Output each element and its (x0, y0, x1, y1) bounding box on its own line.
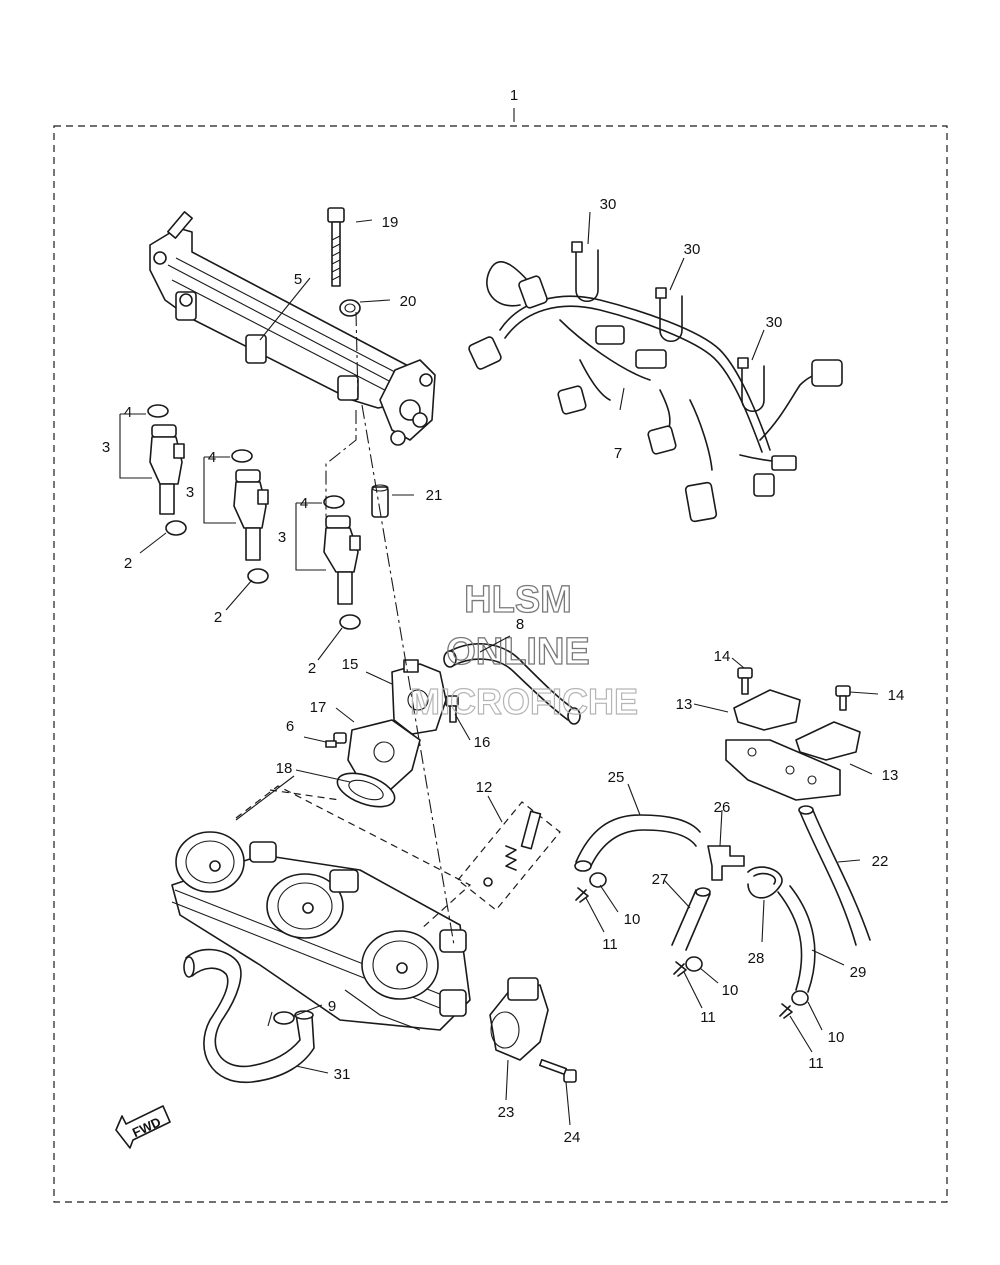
callout-15: 15 (342, 656, 359, 673)
callout-21: 21 (426, 487, 443, 504)
bolt-14-left (737, 667, 753, 695)
clip-11c (779, 1003, 793, 1019)
callout-23: 23 (498, 1104, 515, 1121)
injector-right (323, 495, 361, 630)
callout-18: 18 (276, 760, 293, 777)
cap-10b (685, 956, 703, 972)
assembly-boundary (53, 125, 948, 1203)
screw-6 (325, 732, 347, 748)
callout-labels: 1 2 2 2 3 3 3 4 4 4 5 6 7 8 9 10 10 10 1… (102, 87, 905, 1146)
callout-11: 11 (700, 1009, 716, 1026)
hose-22 (798, 805, 871, 946)
leader-lines (119, 108, 879, 1126)
injector-middle (231, 449, 269, 584)
hose-28 (747, 866, 783, 899)
throttle-body (171, 831, 471, 1031)
hose-31 (183, 948, 315, 1083)
harness-clip-2 (655, 287, 683, 343)
callout-13: 13 (676, 696, 693, 713)
bolt-24 (538, 1058, 577, 1083)
callout-19: 19 (382, 214, 399, 231)
callout-25: 25 (608, 769, 625, 786)
cap-10a (589, 872, 607, 888)
callout-30: 30 (600, 196, 617, 213)
callout-17: 17 (310, 699, 327, 716)
cap-10c (791, 990, 809, 1006)
callout-24: 24 (564, 1129, 581, 1146)
collar-21 (371, 484, 389, 518)
callout-9: 9 (328, 998, 336, 1015)
callout-27: 27 (652, 871, 669, 888)
callout-10: 10 (722, 982, 739, 999)
callout-26: 26 (714, 799, 731, 816)
callout-5: 5 (294, 271, 302, 288)
sensor-23 (489, 977, 549, 1061)
callout-3: 3 (278, 529, 286, 546)
screw-16 (445, 695, 459, 723)
callout-2: 2 (124, 555, 132, 572)
watermark-line-2: ONLINE (446, 631, 590, 673)
harness-clip-1 (571, 241, 599, 303)
callout-31: 31 (334, 1066, 351, 1083)
bolt-19 (327, 207, 345, 287)
hose-8 (443, 643, 581, 725)
callout-8: 8 (516, 616, 524, 633)
clip-11b (673, 961, 687, 977)
callout-14: 14 (714, 648, 731, 665)
callout-4: 4 (300, 495, 308, 512)
hose-27 (671, 887, 711, 951)
callout-10: 10 (624, 911, 641, 928)
watermark-line-1: HLSM (464, 579, 572, 621)
callout-20: 20 (400, 293, 417, 310)
fuel-rail (149, 211, 436, 446)
watermark-line-3: MICROFICHE (410, 681, 638, 722)
callout-16: 16 (474, 734, 491, 751)
joint-26 (707, 845, 745, 881)
clip-11a (575, 887, 589, 903)
bolt-14-right (835, 685, 851, 711)
callout-30: 30 (684, 241, 701, 258)
clip-9 (267, 1011, 295, 1027)
callout-22: 22 (872, 853, 889, 870)
callout-28: 28 (748, 950, 765, 967)
screw-set-12 (457, 801, 561, 911)
callout-12: 12 (476, 779, 493, 796)
callout-2: 2 (214, 609, 222, 626)
callout-4: 4 (124, 404, 132, 421)
injector-left (147, 404, 187, 536)
callout-11: 11 (602, 936, 618, 953)
washer-20 (339, 299, 361, 317)
callout-1: 1 (510, 87, 518, 104)
callout-6: 6 (286, 718, 294, 735)
callout-30: 30 (766, 314, 783, 331)
callout-3: 3 (186, 484, 194, 501)
cover-17 (347, 719, 421, 791)
bracket-13 (725, 689, 861, 801)
callout-11: 11 (808, 1055, 824, 1072)
callout-2: 2 (308, 660, 316, 677)
callout-7: 7 (614, 445, 622, 462)
callout-14: 14 (888, 687, 905, 704)
callout-10: 10 (828, 1029, 845, 1046)
callout-3: 3 (102, 439, 110, 456)
callout-29: 29 (850, 964, 867, 981)
callout-4: 4 (208, 449, 216, 466)
sensor-15 (391, 659, 447, 735)
callout-13: 13 (882, 767, 899, 784)
hose-29 (777, 885, 816, 993)
harness-clip-3 (737, 357, 765, 413)
